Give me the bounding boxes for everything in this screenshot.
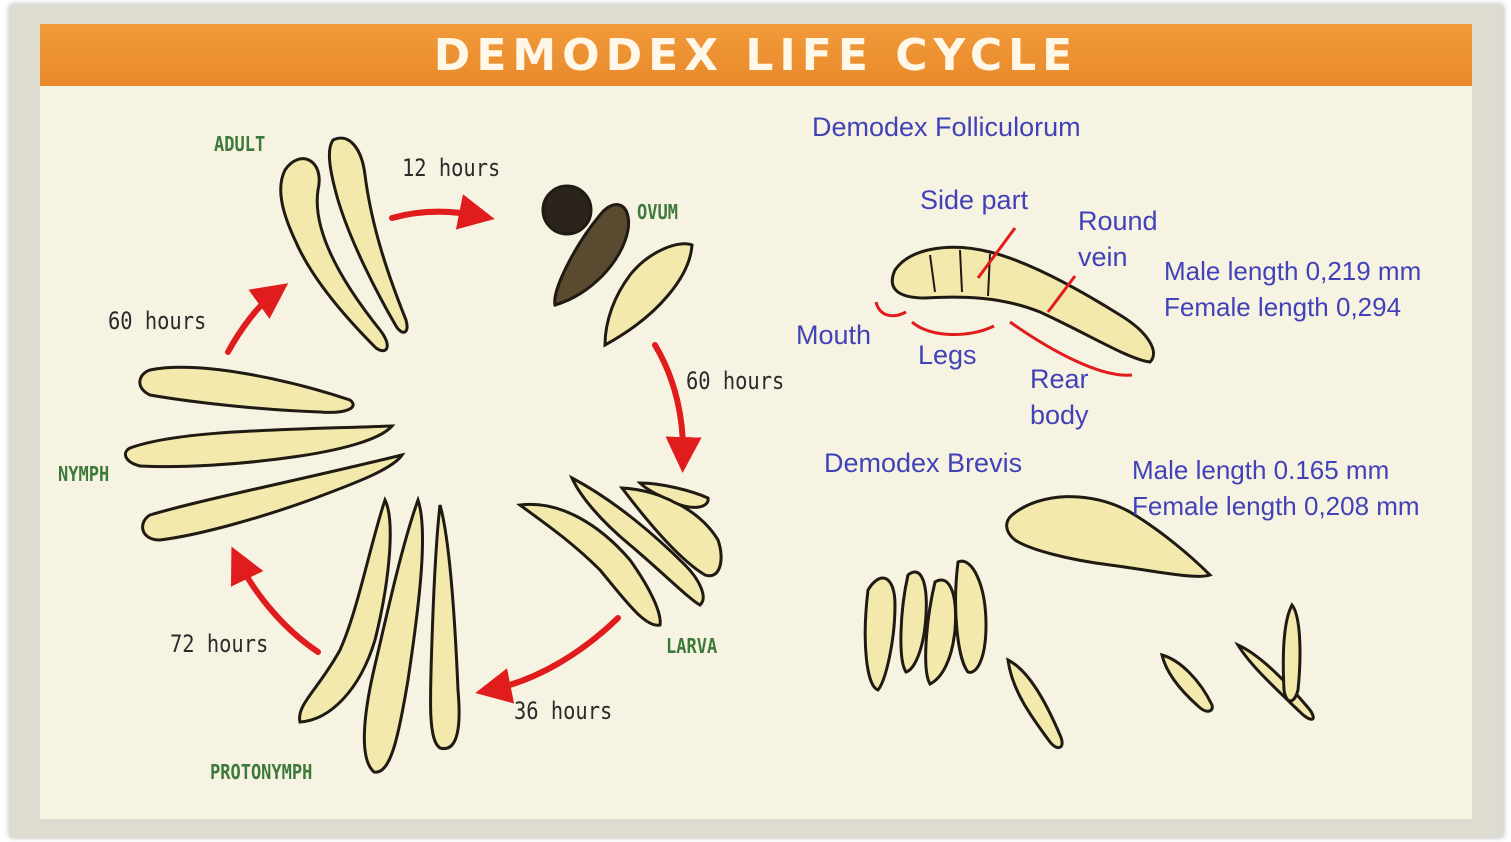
- title-bar: DEMODEX LIFE CYCLE: [40, 24, 1472, 86]
- stage-label-nymph: NYMPH: [58, 462, 109, 486]
- duration-nymph-to-adult: 60 hours: [108, 307, 206, 335]
- duration-adult-to-ovum: 12 hours: [402, 154, 500, 182]
- page-title: DEMODEX LIFE CYCLE: [40, 30, 1472, 81]
- folliculorum-female-length: Female length 0,294: [1164, 292, 1401, 323]
- duration-larva-to-protonymph: 36 hours: [514, 697, 612, 725]
- label-rear: Rear: [1030, 364, 1089, 395]
- brevis-male-length: Male length 0.165 mm: [1132, 455, 1389, 486]
- stage-label-larva: LARVA: [666, 634, 717, 658]
- stage-label-protonymph: PROTONYMPH: [210, 760, 312, 784]
- label-body: body: [1030, 400, 1089, 431]
- label-mouth: Mouth: [796, 320, 871, 351]
- label-legs: Legs: [918, 340, 977, 371]
- folliculorum-title: Demodex Folliculorum: [812, 112, 1081, 143]
- stage-label-ovum: OVUM: [637, 200, 678, 224]
- brevis-title: Demodex Brevis: [824, 448, 1022, 479]
- folliculorum-male-length: Male length 0,219 mm: [1164, 256, 1421, 287]
- brevis-female-length: Female length 0,208 mm: [1132, 491, 1420, 522]
- label-round: Round: [1078, 206, 1158, 237]
- stage-label-adult: ADULT: [214, 132, 265, 156]
- label-vein: vein: [1078, 242, 1128, 273]
- duration-protonymph-to-nymph: 72 hours: [170, 630, 268, 658]
- label-side-part: Side part: [920, 185, 1028, 216]
- duration-ovum-to-larva: 60 hours: [686, 367, 784, 395]
